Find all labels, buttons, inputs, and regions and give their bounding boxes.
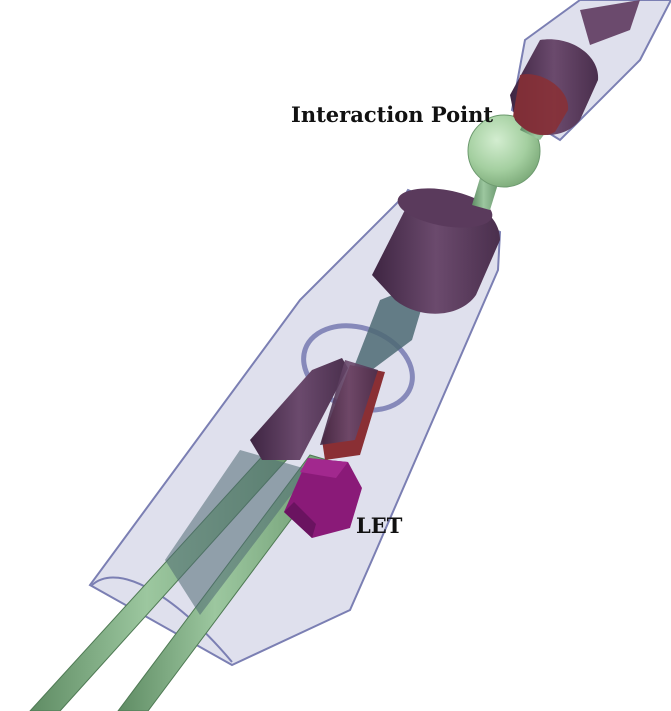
beampipe-lower-segment: [472, 178, 498, 210]
upper-magnet: [510, 0, 640, 136]
let-block: [284, 458, 362, 538]
interaction-point-label: Interaction Point: [291, 102, 494, 127]
let-label: LET: [356, 513, 403, 538]
interaction-point-sphere: [467, 114, 541, 188]
beampipes-outgoing: [29, 449, 335, 711]
central-magnet: [372, 188, 500, 314]
lower-magnets: [250, 358, 385, 460]
